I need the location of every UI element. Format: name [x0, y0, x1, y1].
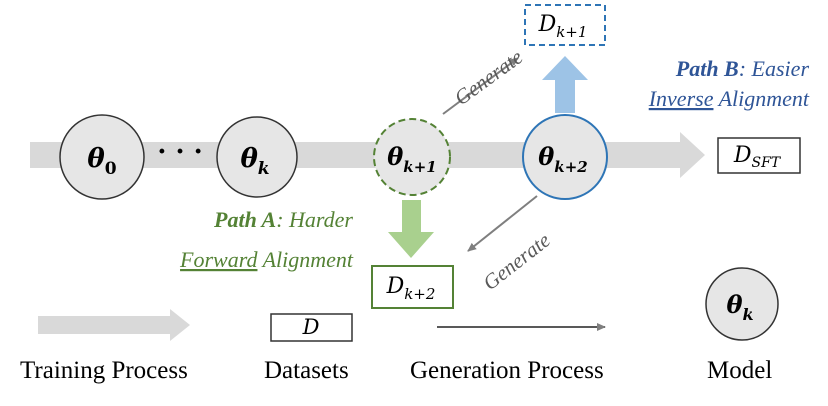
path-a-line2: Alignment	[257, 247, 353, 272]
node-theta-k1-base: θ	[387, 142, 403, 171]
node-theta-k2-sub: k+2	[554, 158, 587, 176]
dataset-d-sft: DSFT	[717, 137, 801, 174]
svg-text:DSFT: DSFT	[733, 143, 782, 171]
legend-model-base: θ	[726, 290, 742, 319]
legend-model-node: θk	[705, 267, 779, 341]
legend-generation-label: Generation Process	[410, 357, 604, 384]
generate-label-bottom: Generate	[478, 228, 554, 295]
generate-label-top: Generate	[450, 45, 527, 110]
node-theta-k2-base: θ	[538, 142, 554, 171]
legend-training-label: Training Process	[20, 357, 188, 384]
dataset-d-k2-base: D	[386, 274, 405, 299]
svg-text:θk: θk	[240, 144, 269, 179]
legend-model-sub: k	[742, 305, 753, 324]
node-theta-k-sub: k	[258, 159, 270, 179]
generate-arrow-bottom	[467, 195, 538, 252]
node-theta-k1-sub: k+1	[403, 158, 436, 176]
generate-arrow-top	[442, 57, 519, 115]
node-theta-0: θ0	[59, 114, 145, 200]
path-b-desc: : Easier	[739, 56, 810, 81]
legend-datasets-label: Datasets	[264, 357, 349, 384]
path-b-underlined: Inverse	[648, 86, 714, 111]
ellipsis: · · ·	[157, 137, 202, 167]
inverse-alignment-arrow	[542, 56, 588, 113]
node-theta-0-sub: 0	[105, 159, 117, 179]
path-a-underlined: Forward	[179, 247, 258, 272]
svg-text:θk+2: θk+2	[538, 142, 587, 176]
node-theta-k1: θk+1	[373, 118, 451, 196]
dataset-d-sft-sub: SFT	[751, 155, 781, 171]
path-b-title: Path B	[675, 56, 739, 81]
dataset-d-sft-base: D	[733, 143, 752, 168]
svg-text:θ0: θ0	[87, 144, 116, 179]
svg-text:Path A: Harder: Path A: Harder	[213, 207, 353, 232]
legend-dataset-box: D	[270, 313, 353, 342]
legend-dataset-symbol: D	[302, 315, 320, 339]
dataset-d-k1-sub: k+1	[556, 23, 587, 41]
svg-text:θk+1: θk+1	[387, 142, 436, 176]
dataset-d-k2: Dk+2	[371, 265, 454, 309]
path-b-label: Path B: Easier Inverse Alignment	[648, 56, 810, 111]
legend-training-arrow	[38, 309, 190, 341]
node-theta-k-base: θ	[240, 144, 258, 174]
svg-text:Path B: Easier: Path B: Easier	[675, 56, 810, 81]
node-theta-k: θk	[216, 116, 298, 198]
svg-text:Inverse Alignment: Inverse Alignment	[648, 86, 810, 111]
svg-text:θk: θk	[726, 290, 753, 324]
dataset-d-k1: Dk+1	[524, 4, 606, 46]
dataset-d-k2-sub: k+2	[404, 285, 435, 303]
path-b-line2: Alignment	[713, 86, 809, 111]
svg-text:Dk+2: Dk+2	[386, 274, 436, 303]
path-a-label: Path A: Harder Forward Alignment	[179, 207, 354, 272]
node-theta-0-base: θ	[87, 144, 105, 174]
path-a-title: Path A	[213, 207, 276, 232]
dataset-d-k1-base: D	[538, 12, 557, 37]
legend-model-label: Model	[707, 357, 772, 384]
svg-text:Dk+1: Dk+1	[538, 12, 588, 41]
svg-text:Forward Alignment: Forward Alignment	[179, 247, 354, 272]
path-a-desc: : Harder	[276, 207, 353, 232]
forward-alignment-arrow	[388, 200, 434, 258]
node-theta-k2: θk+2	[522, 114, 608, 200]
